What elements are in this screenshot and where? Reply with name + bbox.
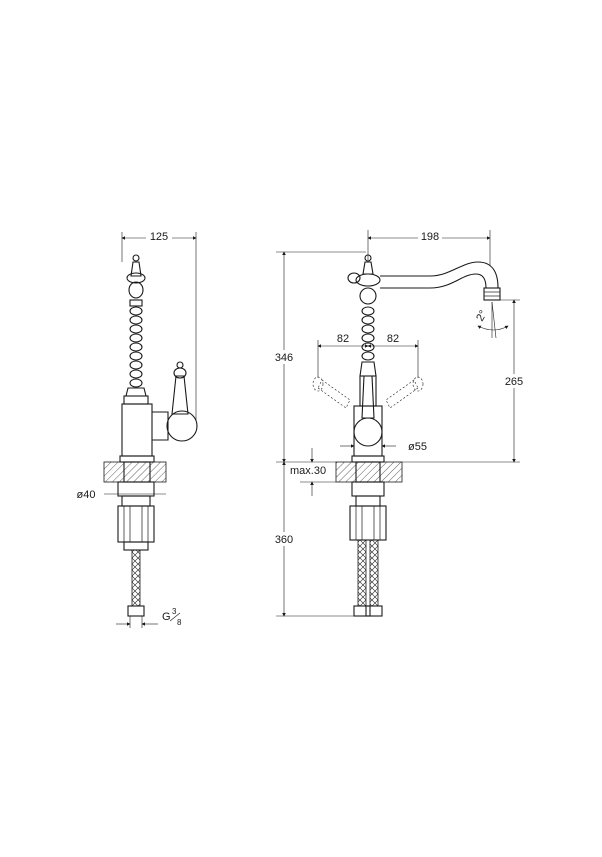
side-width-label: 125: [150, 231, 168, 243]
dim-side-tail-diameter: ø40: [77, 489, 166, 501]
front-left-offset-label: 82: [337, 333, 349, 345]
side-connection-numerator: 3: [172, 607, 177, 616]
front-spout-angle-label: 2°: [474, 308, 490, 323]
side-spout-body: [123, 254, 149, 405]
dim-front-handle-offsets: 82 82: [317, 332, 419, 378]
dim-front-reach: 198: [367, 230, 491, 266]
front-view: 198: [266, 230, 532, 617]
front-spout-height-label: 265: [505, 376, 523, 388]
side-connection-prefix: G: [162, 611, 171, 623]
front-base-diameter-label: ø55: [408, 441, 427, 453]
front-reach-label: 198: [421, 231, 439, 243]
side-tail-diameter-label: ø40: [77, 489, 96, 501]
dim-front-base-diameter: ø55: [340, 441, 427, 453]
dim-front-spout-angle: 2°: [474, 301, 509, 339]
side-connection-denominator: 8: [177, 618, 182, 627]
front-mixer-body: [353, 375, 383, 457]
side-hose: [127, 549, 145, 617]
side-deck: [103, 455, 167, 483]
side-tail: [117, 481, 155, 551]
front-below-deck-label: 360: [275, 534, 293, 546]
dim-side-width: 125: [121, 230, 197, 420]
dim-side-connection: G 3 8: [116, 607, 182, 628]
dim-front-below-deck: 360: [266, 461, 354, 617]
front-right-offset-label: 82: [387, 333, 399, 345]
dim-front-deck-thickness: max.30: [290, 448, 336, 496]
front-total-height-label: 346: [275, 352, 293, 364]
front-handles: [312, 376, 424, 409]
front-deck: [335, 455, 403, 483]
front-deck-thickness-label: max.30: [290, 465, 326, 477]
dim-front-total-height: 346: [266, 251, 366, 463]
front-hoses: [353, 539, 383, 617]
front-tail: [349, 481, 387, 541]
side-mixer-body: [121, 361, 198, 457]
front-stem: [359, 287, 377, 407]
dim-front-spout-height: 265: [402, 299, 532, 463]
front-spout: [347, 254, 501, 301]
side-view: 125: [77, 230, 198, 628]
